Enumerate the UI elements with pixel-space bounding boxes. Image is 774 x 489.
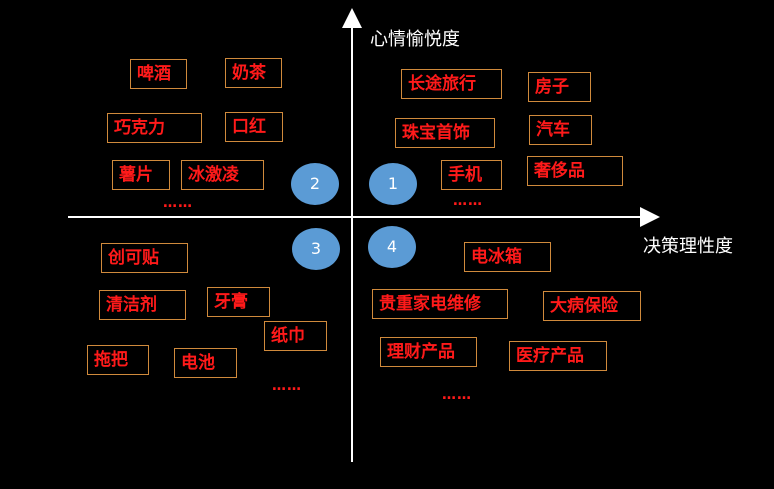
item-ice-cream: 冰激凌 [181, 160, 264, 190]
item-appliance-repair: 贵重家电维修 [372, 289, 508, 319]
item-phone: 手机 [441, 160, 502, 190]
quadrant-4-circle: 4 [368, 226, 416, 268]
item-chips: 薯片 [112, 160, 170, 190]
item-milk-tea: 奶茶 [225, 58, 282, 88]
y-axis-label: 心情愉悦度 [370, 29, 460, 50]
item-financial-products: 理财产品 [380, 337, 477, 367]
item-detergent: 清洁剂 [99, 290, 186, 320]
item-jewelry: 珠宝首饰 [395, 118, 495, 148]
item-house: 房子 [528, 72, 591, 102]
q1-ellipsis: …… [453, 193, 483, 209]
item-toothpaste: 牙膏 [207, 287, 270, 317]
item-tissue: 纸巾 [264, 321, 327, 351]
q4-ellipsis: …… [442, 387, 472, 403]
item-beer: 啤酒 [130, 59, 187, 89]
item-car: 汽车 [529, 115, 592, 145]
item-bandaid: 创可贴 [101, 243, 188, 273]
item-lipstick: 口红 [225, 112, 283, 142]
q3-ellipsis: …… [272, 378, 302, 394]
item-critical-illness-insurance: 大病保险 [543, 291, 641, 321]
x-axis-label: 决策理性度 [643, 236, 733, 257]
q2-ellipsis: …… [163, 195, 193, 211]
quadrant-3-circle: 3 [292, 228, 340, 270]
quadrant-1-circle: 1 [369, 163, 417, 205]
item-mop: 拖把 [87, 345, 149, 375]
item-long-trip: 长途旅行 [401, 69, 502, 99]
item-battery: 电池 [174, 348, 237, 378]
item-luxury: 奢侈品 [527, 156, 623, 186]
item-medical-products: 医疗产品 [509, 341, 607, 371]
quadrant-2-circle: 2 [291, 163, 339, 205]
item-fridge: 电冰箱 [464, 242, 551, 272]
item-chocolate: 巧克力 [107, 113, 202, 143]
